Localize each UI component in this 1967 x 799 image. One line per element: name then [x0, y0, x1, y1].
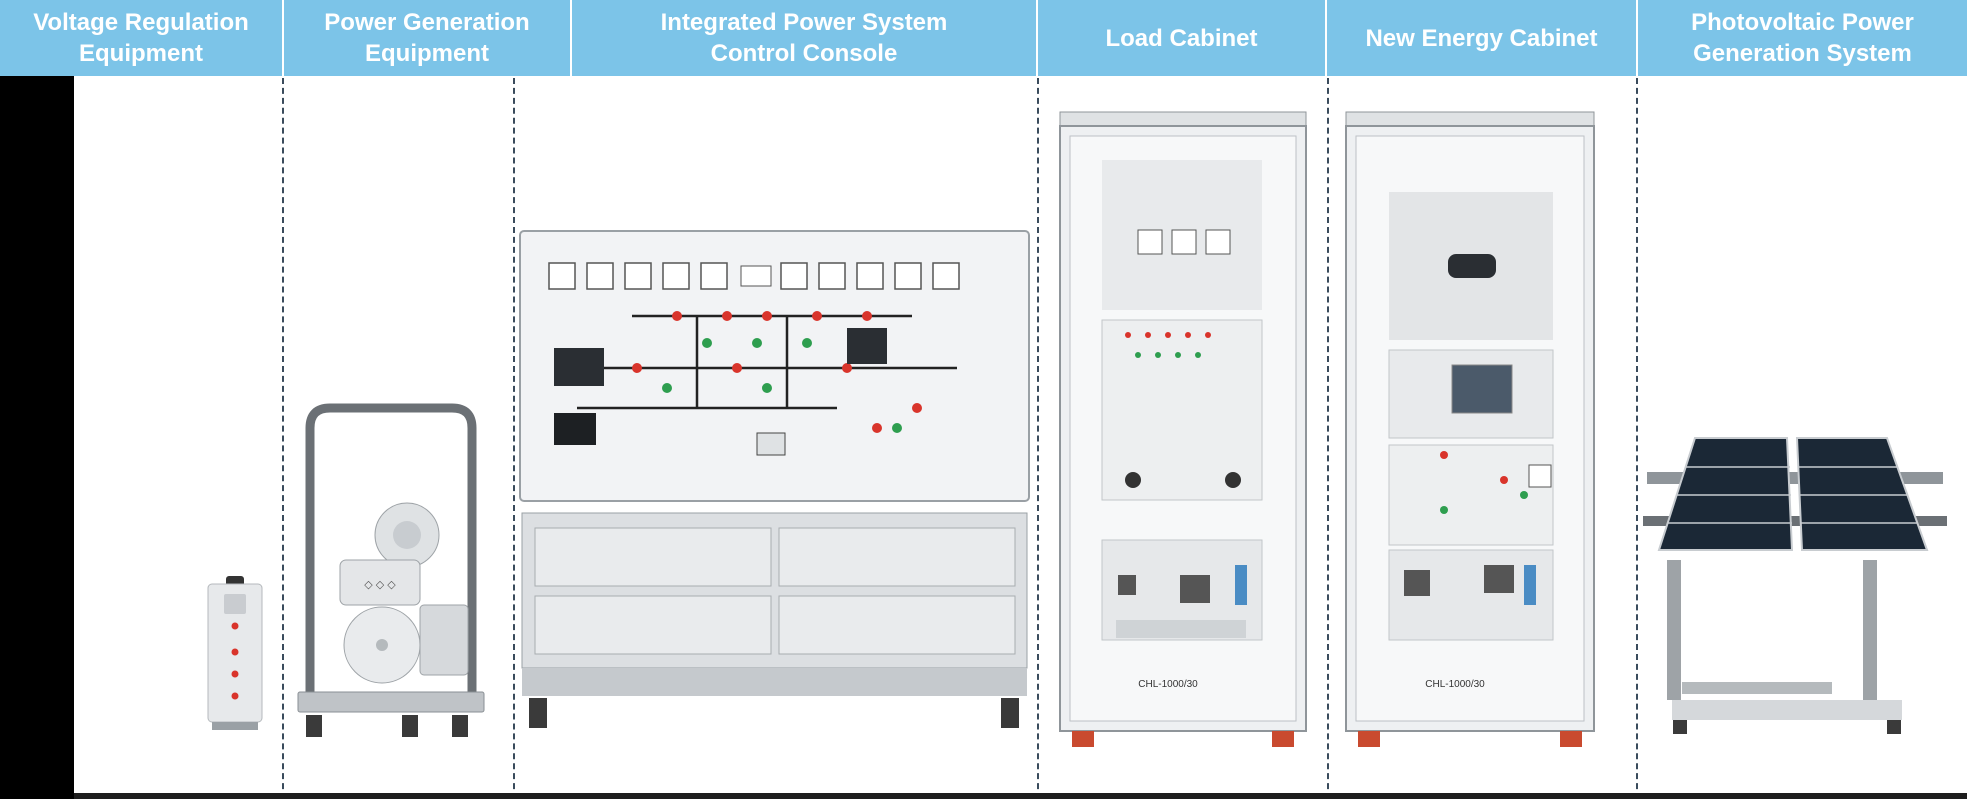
control-console-image	[519, 230, 1030, 728]
voltage-regulator-image	[207, 576, 263, 730]
section-divider-2	[513, 78, 515, 799]
header-new-energy-cabinet: New Energy Cabinet	[1327, 0, 1638, 76]
section-divider-5	[1636, 78, 1638, 799]
bottom-strip	[74, 793, 1967, 799]
header-power-generation: Power Generation Equipment	[284, 0, 572, 76]
header-voltage-regulation: Voltage Regulation Equipment	[0, 0, 284, 76]
left-black-bar	[0, 0, 74, 799]
load-cabinet-image: CHL-1000/30	[1059, 111, 1307, 747]
svg-text:◇ ◇ ◇: ◇ ◇ ◇	[364, 579, 396, 591]
header-console-text: Integrated Power System Control Console	[660, 9, 948, 67]
header-control-console: Integrated Power System Control Console	[572, 0, 1038, 76]
header-pv-text: Photovoltaic Power Generation System	[1691, 9, 1914, 67]
section-divider-3	[1037, 78, 1039, 799]
header-row: Voltage Regulation Equipment Power Gener…	[0, 0, 1967, 78]
header-load-text: Load Cabinet	[1105, 24, 1258, 52]
new-energy-cabinet-image: CHL-1000/30	[1345, 111, 1595, 747]
photovoltaic-system-image	[1643, 437, 1947, 734]
header-power-gen-text: Power Generation Equipment	[324, 9, 530, 67]
new-energy-cabinet-model-label: CHL-1000/30	[1425, 679, 1485, 690]
section-divider-1	[282, 78, 284, 799]
header-new-energy-text: New Energy Cabinet	[1365, 24, 1598, 52]
load-cabinet-model-label: CHL-1000/30	[1138, 679, 1198, 690]
power-generation-image: ◇ ◇ ◇	[297, 403, 485, 737]
header-photovoltaic-system: Photovoltaic Power Generation System	[1638, 0, 1967, 76]
header-voltage-text: Voltage Regulation Equipment	[33, 9, 249, 67]
section-divider-4	[1327, 78, 1329, 799]
header-load-cabinet: Load Cabinet	[1038, 0, 1327, 76]
